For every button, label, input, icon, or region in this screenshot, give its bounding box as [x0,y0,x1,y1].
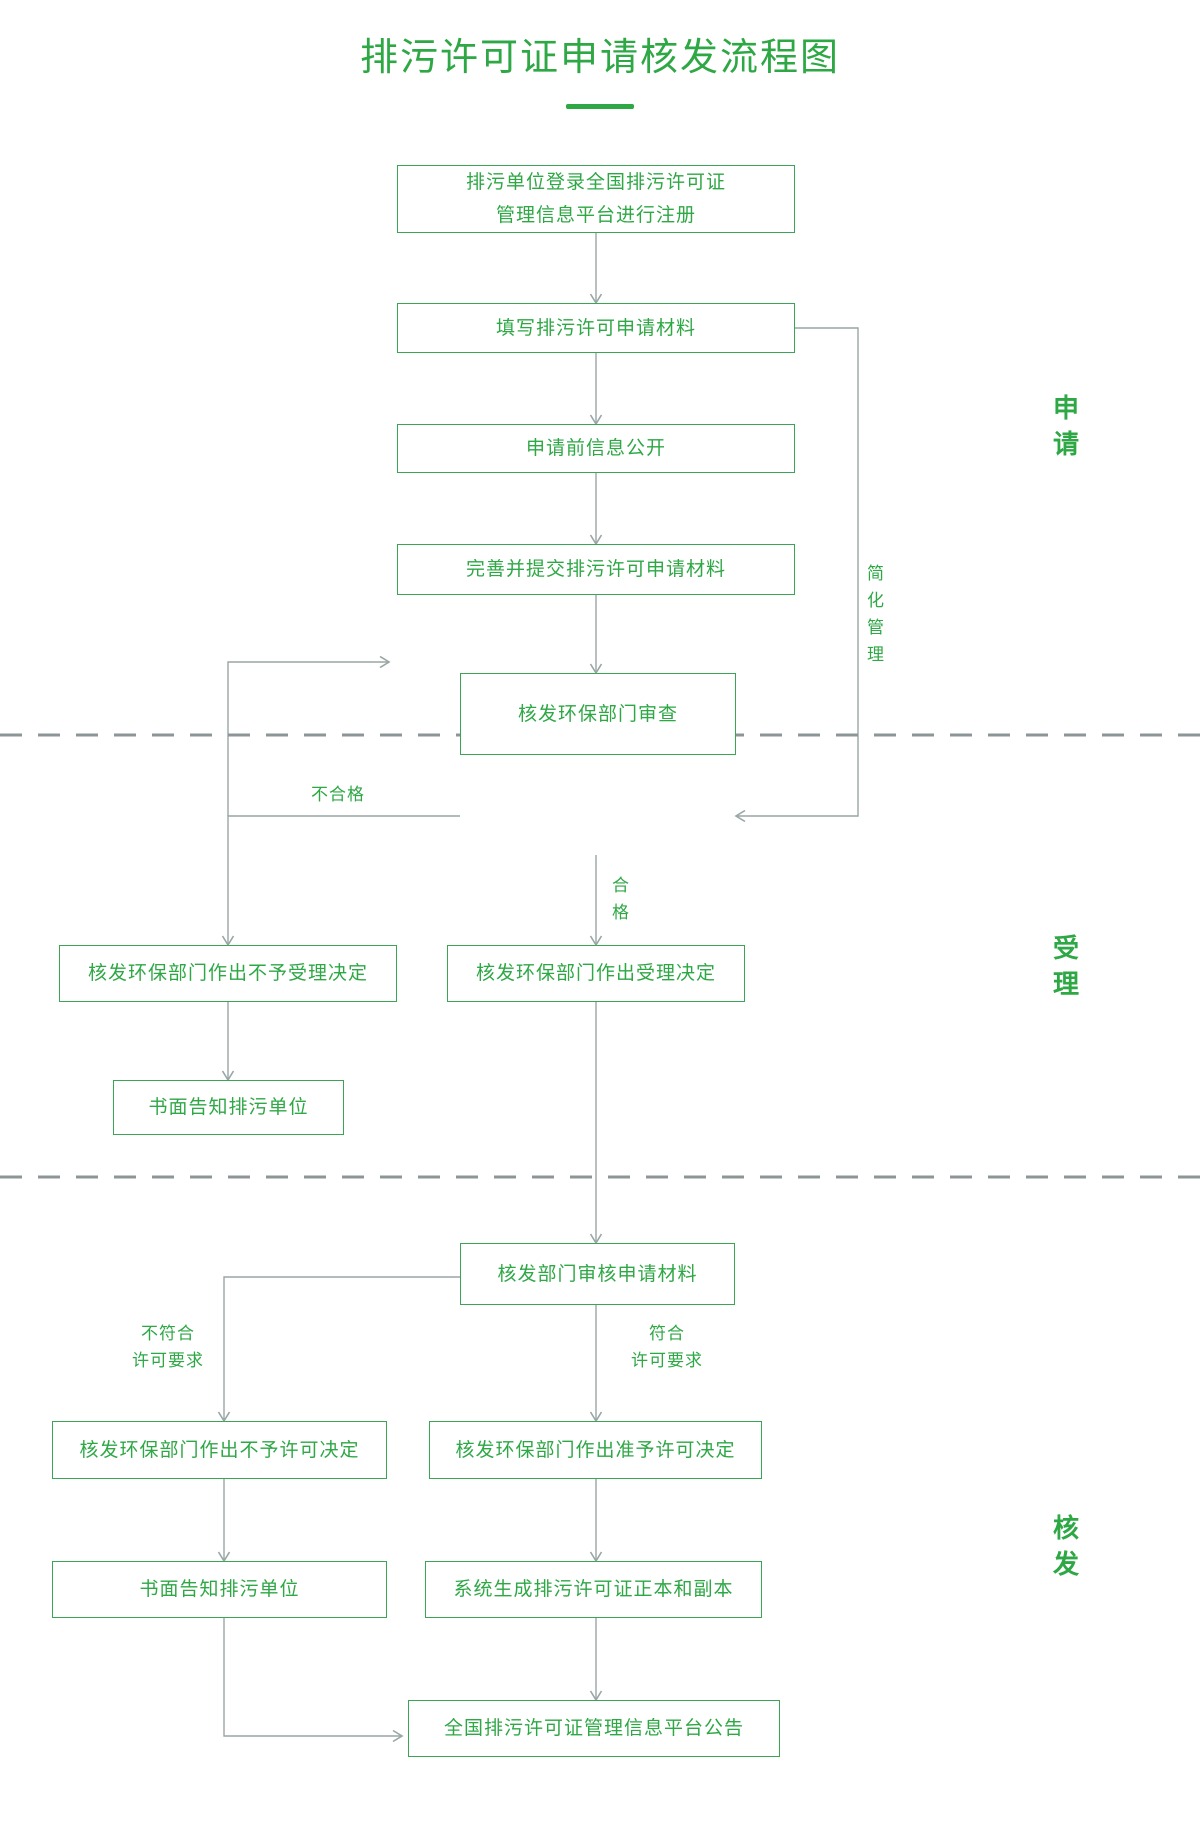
node-accept-decision[interactable]: 核发环保部门作出受理决定 [447,945,745,1002]
node-label: 书面告知排污单位 [139,1579,300,1600]
node-pre-application-disclosure[interactable]: 申请前信息公开 [397,424,795,473]
node-label: 核发环保部门审查 [517,703,678,725]
node-label: 核发环保部门作出受理决定 [475,963,716,984]
node-written-notice-permit[interactable]: 书面告知排污单位 [52,1561,387,1618]
node-label: 全国排污许可证管理信息平台公告 [443,1718,744,1739]
edge-label-not-meeting-requirements: 不符合 许可要求 [132,1324,204,1370]
node-label: 排污单位登录全国排污许可证 管理信息平台进行注册 [465,172,726,226]
stage-label-issue: 核发 [1052,1513,1081,1579]
node-label: 填写排污许可申请材料 [495,317,696,339]
node-register[interactable]: 排污单位登录全国排污许可证 管理信息平台进行注册 [397,165,795,233]
node-label: 完善并提交排污许可申请材料 [465,559,726,580]
edge-label-simplified-management: 简 化 管 理 [867,564,885,664]
node-material-examination[interactable]: 核发部门审核申请材料 [460,1243,735,1305]
node-written-notice-acceptance[interactable]: 书面告知排污单位 [113,1080,344,1135]
edge-label-fail: 不合格 [311,785,365,804]
node-platform-announcement[interactable]: 全国排污许可证管理信息平台公告 [408,1700,780,1757]
node-fill-application[interactable]: 填写排污许可申请材料 [397,303,795,353]
node-reject-acceptance-decision[interactable]: 核发环保部门作出不予受理决定 [59,945,397,1002]
node-label: 申请前信息公开 [525,438,666,459]
stage-label-apply: 申请 [1052,393,1081,459]
node-label: 书面告知排污单位 [148,1097,309,1118]
node-label: 核发环保部门作出不予许可决定 [79,1439,360,1461]
node-system-generate-certificate[interactable]: 系统生成排污许可证正本和副本 [425,1561,762,1618]
node-deny-permit-decision[interactable]: 核发环保部门作出不予许可决定 [52,1421,387,1479]
node-submit-application[interactable]: 完善并提交排污许可申请材料 [397,544,795,595]
node-label: 核发环保部门作出不予受理决定 [87,963,368,984]
edge-label-meeting-requirements: 符合 许可要求 [631,1324,703,1370]
edge-label-pass: 合 格 [612,876,630,922]
title-underline-rule [566,104,634,109]
stage-label-accept: 受理 [1052,933,1081,999]
node-grant-permit-decision[interactable]: 核发环保部门作出准予许可决定 [429,1421,762,1479]
node-label: 核发部门审核申请材料 [497,1263,698,1285]
node-label: 核发环保部门作出准予许可决定 [455,1439,736,1461]
node-authority-review[interactable]: 核发环保部门审查 [460,673,736,755]
node-label: 系统生成排污许可证正本和副本 [453,1579,734,1600]
page-title: 排污许可证申请核发流程图 [359,37,840,79]
